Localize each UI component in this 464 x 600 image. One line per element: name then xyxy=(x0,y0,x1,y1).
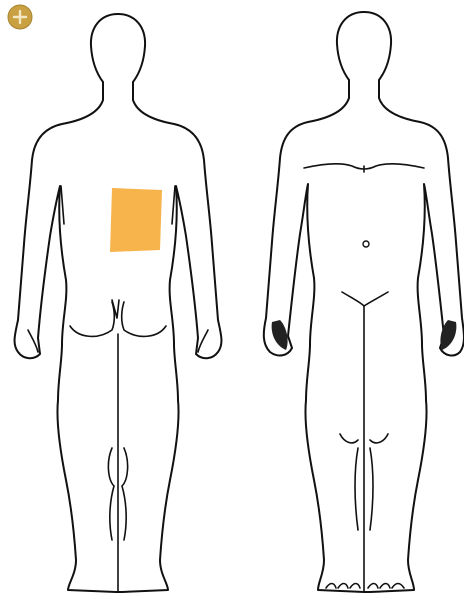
body-front-view[interactable] xyxy=(264,12,464,592)
pain-marker-lower-back[interactable] xyxy=(110,188,162,252)
body-back-view[interactable] xyxy=(15,14,222,592)
